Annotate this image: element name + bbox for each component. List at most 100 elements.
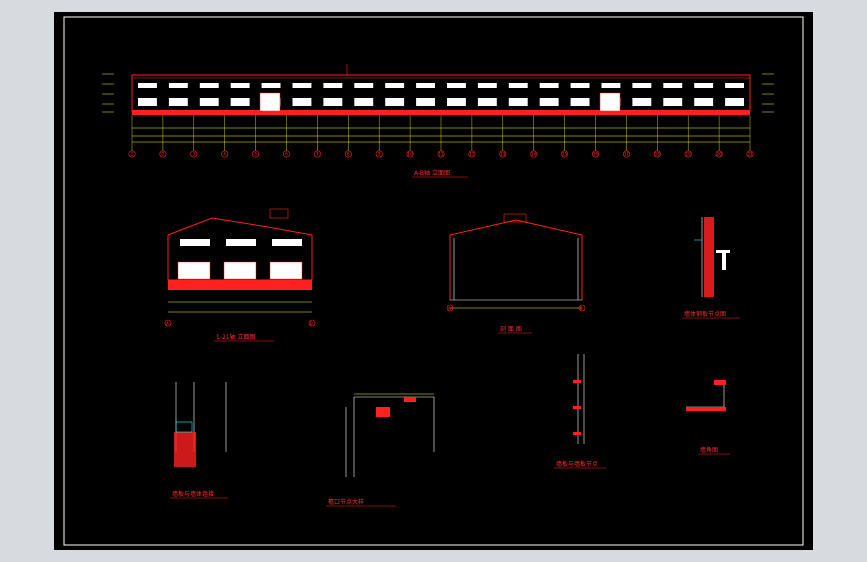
front-axis-bubble	[221, 150, 229, 158]
front-axis-label: 3	[193, 152, 196, 157]
front-axis-bubble	[252, 150, 260, 158]
front-window-upper	[385, 83, 405, 88]
section-axis-a: A	[448, 306, 451, 311]
front-axis-bubble	[684, 150, 692, 158]
front-axis-bubble	[653, 150, 661, 158]
front-windows	[138, 83, 744, 106]
wall-detail: 墙体钢板节点图	[682, 217, 740, 319]
side-axis-b: B	[310, 321, 313, 326]
front-window-lower	[663, 98, 683, 106]
front-axis-label: 5	[254, 152, 257, 157]
front-axis-label: 6	[285, 152, 288, 157]
front-window-upper	[323, 83, 343, 88]
front-window-lower	[292, 98, 312, 106]
front-axis-label: 17	[624, 152, 630, 157]
front-window-upper	[508, 83, 528, 88]
sheet-frame	[63, 16, 804, 546]
front-window-lower	[230, 98, 250, 106]
front-window-upper	[230, 83, 250, 88]
front-axis-label: 15	[562, 152, 568, 157]
front-window-lower	[385, 98, 405, 106]
front-window-lower	[694, 98, 714, 106]
front-axis-label: 21	[747, 152, 753, 157]
front-level-marks-right	[762, 73, 774, 113]
front-axis-label: 2	[162, 152, 165, 157]
side-axis-a: A	[166, 321, 169, 326]
front-window-upper	[539, 83, 559, 88]
front-window-lower	[570, 98, 590, 106]
front-window-upper	[168, 83, 188, 88]
front-axis-label: 10	[408, 152, 414, 157]
front-axis-label: 20	[717, 152, 723, 157]
front-window-upper	[694, 83, 714, 88]
base-detail-title: 墙板与墙体连接	[172, 490, 214, 498]
front-axis-bubble	[622, 150, 630, 158]
front-axis-bubble	[530, 150, 538, 158]
front-window-upper	[477, 83, 497, 88]
front-window-upper	[292, 83, 312, 88]
front-window-upper	[447, 83, 466, 88]
wall-detail-title: 墙体钢板节点图	[684, 310, 726, 318]
front-window-lower	[447, 98, 466, 106]
front-window-upper	[663, 83, 683, 88]
front-window-lower	[508, 98, 528, 106]
corner-detail: 墙角图	[686, 380, 730, 455]
front-window-lower	[477, 98, 497, 106]
front-axis-label: 1	[131, 152, 134, 157]
front-axis-bubble	[746, 150, 754, 158]
front-axis-bubble	[499, 150, 507, 158]
front-elevation-title: A-B轴 立面图	[414, 169, 450, 177]
front-axis-label: 13	[500, 152, 506, 157]
front-window-lower	[199, 98, 219, 106]
front-window-upper	[354, 83, 374, 88]
front-axis-bubble	[468, 150, 476, 158]
front-axis-bubble	[283, 150, 291, 158]
front-window-lower	[632, 98, 652, 106]
front-window-lower	[416, 98, 435, 106]
corner-detail-title: 墙角图	[700, 446, 718, 454]
wall-joint-title: 墙板与墙板节点	[556, 460, 598, 468]
section-axis-b: B	[580, 306, 583, 311]
front-level-marks-left	[102, 73, 114, 113]
front-axis-bubble	[313, 150, 321, 158]
front-window-lower	[354, 98, 374, 106]
front-window-upper	[601, 83, 621, 88]
side-elevation-title: 1-21轴 立面图	[216, 333, 256, 341]
front-axis-label: 18	[655, 152, 661, 157]
front-axis-label: 11	[438, 152, 444, 157]
front-axis-bubble	[159, 150, 167, 158]
front-window-lower	[539, 98, 559, 106]
front-axis-label: 8	[347, 152, 350, 157]
front-axis-bubble	[715, 150, 723, 158]
front-doors	[259, 92, 621, 112]
front-axis-bubble	[344, 150, 352, 158]
base-detail: 墙板与墙体连接	[170, 382, 228, 499]
front-window-upper	[199, 83, 219, 88]
front-axis-label: 4	[223, 152, 226, 157]
front-window-lower	[323, 98, 343, 106]
side-elevation: A B 1-21轴 立面图	[164, 208, 316, 342]
front-axis-bubble	[561, 150, 569, 158]
wall-joint-detail: 墙板与墙板节点	[554, 354, 606, 469]
front-window-upper	[261, 83, 281, 88]
section-title: 剖 面 图	[500, 325, 522, 333]
front-window-lower	[138, 98, 157, 106]
front-axis-label: 7	[316, 152, 319, 157]
front-window-upper	[725, 83, 744, 88]
front-axis-bubble	[190, 150, 198, 158]
front-axis-label: 9	[378, 152, 381, 157]
front-window-lower	[168, 98, 188, 106]
front-axis-label: 12	[469, 152, 475, 157]
front-window-upper	[138, 83, 157, 88]
front-axis-bubble	[128, 150, 136, 158]
front-window-upper	[416, 83, 435, 88]
front-window-upper	[570, 83, 590, 88]
front-axis-label: 19	[686, 152, 692, 157]
section-view: A B 剖 面 图	[446, 213, 586, 334]
front-window-upper	[632, 83, 652, 88]
